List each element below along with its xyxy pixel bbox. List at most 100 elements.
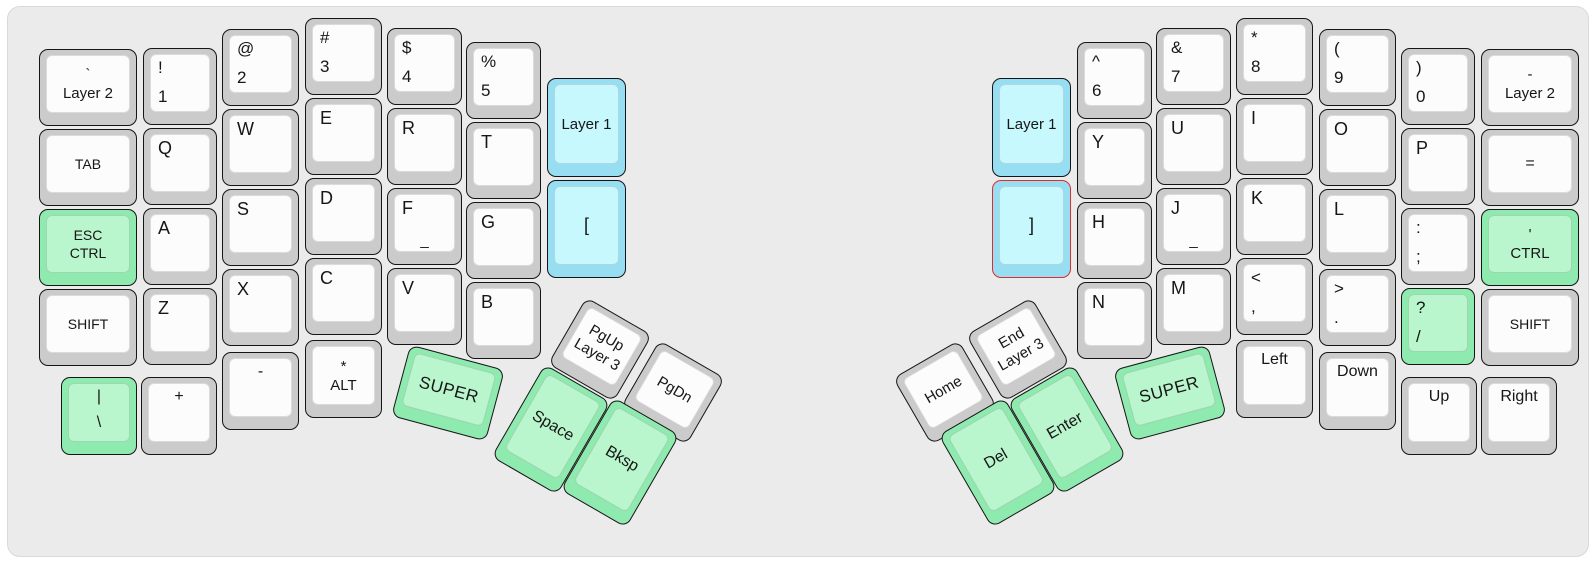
- keycap-top: TAB: [46, 135, 130, 193]
- key-4-dollar[interactable]: $4: [387, 28, 462, 105]
- keycap-top: Down: [1326, 358, 1389, 417]
- key-u[interactable]: U: [1156, 108, 1231, 185]
- key-c[interactable]: C: [305, 258, 382, 335]
- key-a[interactable]: A: [143, 208, 217, 285]
- keycap-top: E: [312, 104, 375, 162]
- key-s[interactable]: S: [222, 189, 299, 266]
- key-layer1-left[interactable]: Layer 1: [547, 78, 626, 177]
- key-label: Left: [1261, 351, 1288, 368]
- key-label: >: [1334, 279, 1344, 298]
- key-quote-ctrl[interactable]: 'CTRL: [1481, 209, 1579, 286]
- key-arrow-right[interactable]: Right: [1481, 377, 1557, 455]
- key-label: 2: [237, 68, 247, 87]
- key-n[interactable]: N: [1077, 282, 1152, 359]
- key-e[interactable]: E: [305, 98, 382, 175]
- key-v[interactable]: V: [387, 268, 462, 345]
- key-i[interactable]: I: [1236, 98, 1313, 175]
- key-7-amp[interactable]: &7: [1156, 28, 1231, 105]
- key-label: !: [158, 58, 163, 77]
- keycap-top: J_: [1163, 194, 1224, 252]
- key-label: H: [1092, 212, 1105, 232]
- keycap-top: %5: [473, 48, 534, 106]
- keycap-top: -: [229, 358, 292, 417]
- key-label: Layer 1: [1006, 115, 1057, 133]
- key-8-star[interactable]: *8: [1236, 18, 1313, 95]
- key-super-right[interactable]: SUPER: [1113, 344, 1227, 442]
- keycap-top: ]: [999, 186, 1064, 265]
- key-label: SUPER: [1136, 372, 1201, 407]
- key-equals[interactable]: =: [1481, 129, 1579, 206]
- key-w[interactable]: W: [222, 109, 299, 186]
- keycap-top: SUPER: [401, 352, 497, 428]
- key-label: U: [1171, 118, 1184, 138]
- key-label: Bksp: [602, 442, 642, 476]
- key-layer1-right[interactable]: Layer 1: [992, 78, 1071, 177]
- keycap-top: ?/: [1408, 294, 1468, 352]
- key-m[interactable]: M: [1156, 268, 1231, 345]
- key-minus[interactable]: -: [222, 352, 299, 430]
- key-period[interactable]: >.: [1319, 269, 1396, 346]
- key-l[interactable]: L: [1319, 189, 1396, 266]
- key-label: G: [481, 212, 496, 232]
- key-2-at[interactable]: @2: [222, 29, 299, 106]
- key-k[interactable]: K: [1236, 178, 1313, 255]
- key-label: X: [237, 279, 250, 299]
- key-label: I: [1251, 108, 1257, 128]
- key-semicolon[interactable]: :;: [1401, 208, 1475, 285]
- key-o[interactable]: O: [1319, 109, 1396, 186]
- key-label: 7: [1171, 67, 1181, 86]
- key-label: $: [402, 38, 412, 57]
- key-1-exclam[interactable]: !1: [143, 48, 217, 125]
- key-label: Y: [1092, 132, 1105, 152]
- keycap-top: D: [312, 184, 375, 242]
- key-layer2-left[interactable]: `Layer 2: [39, 49, 137, 126]
- key-j[interactable]: J_: [1156, 188, 1231, 265]
- key-r[interactable]: R: [387, 108, 462, 185]
- key-label: Down: [1337, 363, 1378, 380]
- keycap-top: $4: [394, 34, 455, 92]
- key-layer2-right[interactable]: -Layer 2: [1481, 49, 1579, 126]
- keycap-top: T: [473, 128, 534, 186]
- key-arrow-left[interactable]: Left: [1236, 340, 1313, 418]
- key-x[interactable]: X: [222, 269, 299, 346]
- key-g[interactable]: G: [466, 202, 541, 279]
- key-super-left[interactable]: SUPER: [391, 344, 505, 442]
- key-star-alt[interactable]: *ALT: [305, 340, 382, 418]
- key-label: |: [96, 388, 102, 405]
- key-label: ,: [1251, 297, 1256, 316]
- keycap-top: &7: [1163, 34, 1224, 92]
- key-q[interactable]: Q: [143, 128, 217, 205]
- key-rbracket[interactable]: ]: [992, 180, 1071, 278]
- key-y[interactable]: Y: [1077, 122, 1152, 199]
- key-arrow-up[interactable]: Up: [1401, 377, 1477, 455]
- key-label: Space: [529, 407, 577, 445]
- key-d[interactable]: D: [305, 178, 382, 255]
- key-t[interactable]: T: [466, 122, 541, 199]
- key-z[interactable]: Z: [143, 288, 217, 365]
- key-9-lparen[interactable]: (9: [1319, 29, 1396, 106]
- key-slash-question[interactable]: ?/: [1401, 288, 1475, 365]
- key-lbracket[interactable]: [: [547, 180, 626, 278]
- key-shift-left[interactable]: SHIFT: [39, 289, 137, 366]
- keycap-top: U: [1163, 114, 1224, 172]
- key-pipe-backslash[interactable]: |\: [61, 377, 137, 455]
- key-p[interactable]: P: [1401, 128, 1475, 205]
- key-plus[interactable]: +: [141, 377, 217, 455]
- keycap-top: SUPER: [1121, 352, 1217, 428]
- key-3-hash[interactable]: #3: [305, 18, 382, 95]
- keycap-top: L: [1326, 195, 1389, 253]
- key-arrow-down[interactable]: Down: [1319, 352, 1396, 430]
- key-label: V: [402, 278, 415, 298]
- key-h[interactable]: H: [1077, 202, 1152, 279]
- key-5-percent[interactable]: %5: [466, 42, 541, 119]
- key-comma[interactable]: <,: [1236, 258, 1313, 335]
- key-b[interactable]: B: [466, 282, 541, 359]
- key-tab[interactable]: TAB: [39, 129, 137, 206]
- key-label: T: [481, 132, 492, 152]
- key-6-caret[interactable]: ^6: [1077, 42, 1152, 119]
- key-shift-right[interactable]: SHIFT: [1481, 289, 1579, 366]
- key-f[interactable]: F_: [387, 188, 462, 265]
- key-0-rparen[interactable]: )0: [1401, 48, 1475, 125]
- key-label: 1: [158, 87, 168, 106]
